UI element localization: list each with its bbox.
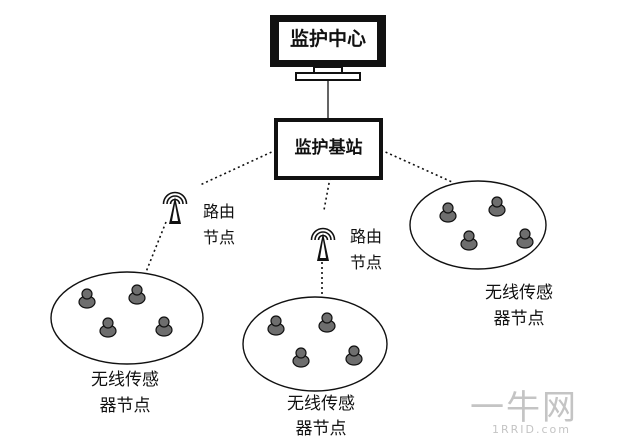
router-left-label-line1: 路由 bbox=[203, 202, 236, 221]
cluster-right-sensors bbox=[439, 196, 534, 251]
watermark-url: 1RRID.com bbox=[492, 423, 571, 436]
router-mid-signal-arc-mid bbox=[314, 231, 332, 241]
cluster-left-label-line1: 无线传感 bbox=[91, 370, 159, 390]
cluster-middle-label-line1: 无线传感 bbox=[287, 394, 355, 414]
cluster-middle-ellipse bbox=[242, 296, 388, 392]
cluster-right-ellipse bbox=[409, 180, 547, 270]
watermark-logo: 一牛网 bbox=[470, 388, 578, 428]
cluster-middle-label-line2: 器节点 bbox=[295, 419, 347, 439]
sensor-node-icon bbox=[439, 202, 457, 223]
monitor-center-label: 监护中心 bbox=[289, 28, 366, 50]
sensor-node-icon bbox=[78, 288, 96, 309]
router-left-signal-arc-outer bbox=[162, 191, 188, 205]
monitor-center bbox=[270, 15, 386, 81]
base-station-box bbox=[274, 118, 383, 180]
router-mid-label-line1: 路由 bbox=[350, 227, 383, 246]
monitor-stand bbox=[295, 72, 361, 81]
link-station-router-mid bbox=[323, 177, 331, 211]
cluster-left-label-line2: 器节点 bbox=[99, 396, 151, 416]
cluster-right-label-line2: 器节点 bbox=[493, 309, 545, 329]
cluster-right-label-line1: 无线传感 bbox=[485, 283, 553, 303]
link-router-left-cluster-left bbox=[145, 221, 167, 273]
router-left bbox=[162, 191, 188, 224]
router-mid-signal-arc-outer bbox=[310, 227, 336, 241]
sensor-node-icon bbox=[345, 345, 363, 366]
sensor-node-icon bbox=[155, 316, 173, 337]
router-mid-label-line2: 节点 bbox=[350, 253, 383, 272]
sensor-node-icon bbox=[99, 317, 117, 338]
router-middle bbox=[310, 227, 336, 261]
cluster-left-ellipse bbox=[50, 271, 204, 365]
router-left-label-line2: 节点 bbox=[203, 228, 236, 247]
link-station-router-left bbox=[199, 149, 277, 186]
router-left-signal-arc-mid bbox=[166, 195, 184, 205]
link-station-cluster-right bbox=[380, 149, 453, 183]
base-station-label: 监护基站 bbox=[294, 138, 363, 158]
sensor-node-icon bbox=[460, 230, 478, 251]
cluster-left-sensors bbox=[78, 284, 173, 338]
sensor-node-icon bbox=[267, 315, 285, 336]
sensor-node-icon bbox=[516, 228, 534, 249]
sensor-node-icon bbox=[292, 347, 310, 368]
sensor-node-icon bbox=[128, 284, 146, 305]
cluster-middle-sensors bbox=[267, 312, 363, 368]
sensor-node-icon bbox=[318, 312, 336, 333]
base-station bbox=[274, 118, 383, 180]
sensor-node-icon bbox=[488, 196, 506, 217]
monitor-screen bbox=[279, 22, 377, 60]
